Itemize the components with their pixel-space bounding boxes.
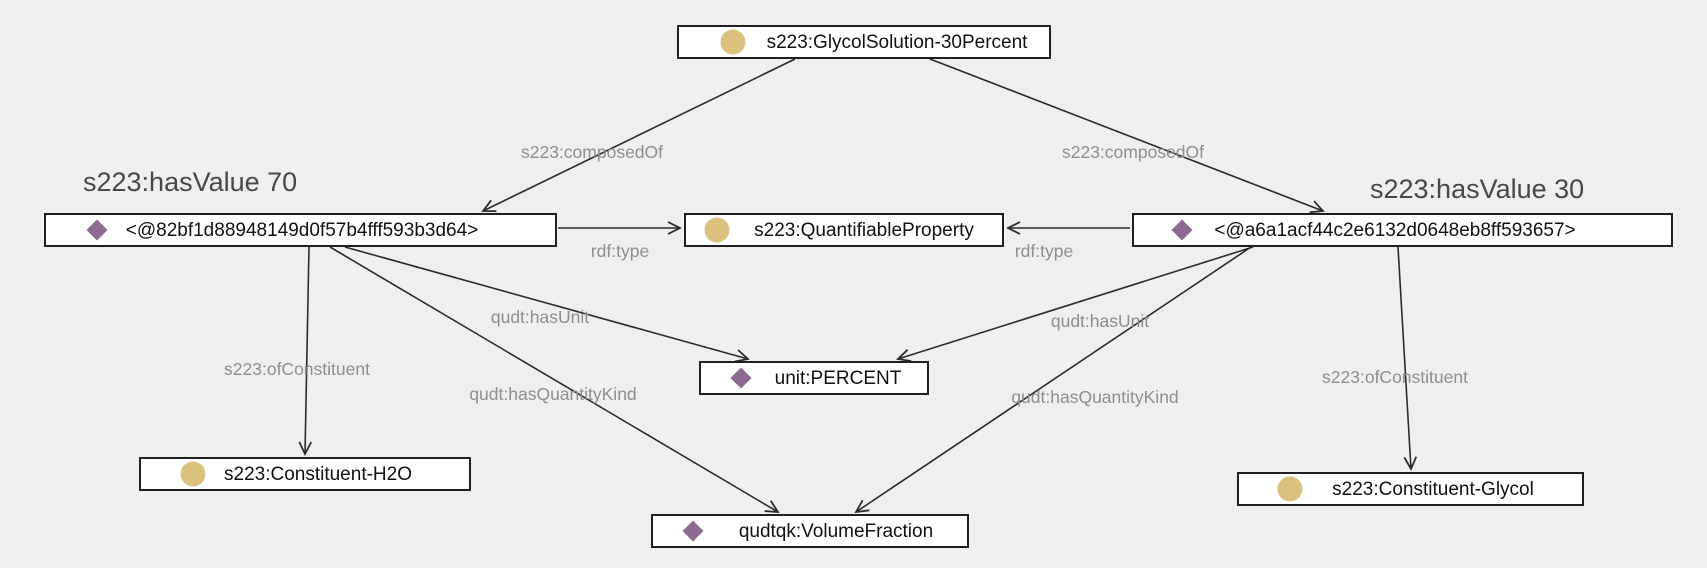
edge-label-has-unit-right: qudt:hasUnit [1051, 311, 1149, 331]
node-box [1132, 213, 1673, 247]
node-box [44, 213, 557, 247]
edge-of-constituent-left [298, 246, 313, 457]
node-volume-fraction[interactable]: qudtqk:VolumeFraction [651, 514, 969, 548]
node-label: <@82bf1d88948149d0f57b4fff593b3d64> [126, 220, 479, 241]
node-box [651, 514, 969, 548]
node-label: s223:GlycolSolution-30Percent [767, 32, 1029, 53]
node-label: s223:QuantifiableProperty [754, 220, 974, 241]
edge-composed-of-left [481, 58, 796, 213]
node-property-left[interactable]: <@82bf1d88948149d0f57b4fff593b3d64> [44, 213, 557, 247]
edge-composed-of-right [929, 58, 1325, 214]
edge-label-layer: s223:composedOf s223:composedOf rdf:type… [224, 142, 1468, 407]
instance-circle-icon [720, 29, 746, 55]
property-diamond-icon [1171, 219, 1193, 241]
property-diamond-icon [682, 520, 704, 542]
edge-layer [298, 58, 1418, 514]
edge-label-rdf-type-right: rdf:type [1015, 241, 1073, 261]
edge-has-quantity-kind-left [329, 246, 780, 514]
edge-label-composed-of-right: s223:composedOf [1062, 142, 1204, 162]
edge-label-has-quantity-kind-left: qudt:hasQuantityKind [469, 384, 636, 404]
edge-label-of-constituent-right: s223:ofConstituent [1322, 367, 1468, 387]
node-label: <@a6a1acf44c2e6132d0648eb8ff593657> [1214, 220, 1575, 241]
node-unit-percent[interactable]: unit:PERCENT [699, 361, 929, 395]
edge-has-quantity-kind-right [854, 246, 1252, 514]
property-diamond-icon [730, 367, 752, 389]
instance-circle-icon [1277, 476, 1303, 502]
instance-circle-icon [180, 461, 206, 487]
node-glycol-solution[interactable]: s223:GlycolSolution-30Percent [677, 25, 1051, 59]
edge-has-unit-left [344, 246, 750, 363]
node-label: unit:PERCENT [775, 368, 902, 389]
edge-label-has-unit-left: qudt:hasUnit [491, 307, 589, 327]
node-label: s223:Constituent-H2O [224, 464, 412, 485]
edge-label-has-quantity-kind-right: qudt:hasQuantityKind [1011, 387, 1178, 407]
property-diamond-icon [86, 219, 108, 241]
edge-label-of-constituent-left: s223:ofConstituent [224, 359, 370, 379]
node-box [684, 213, 1004, 247]
node-constituent-glycol[interactable]: s223:Constituent-Glycol [1237, 472, 1584, 506]
has-value-70-annotation: s223:hasValue 70 [83, 167, 297, 197]
node-property-right[interactable]: <@a6a1acf44c2e6132d0648eb8ff593657> [1132, 213, 1673, 247]
edge-has-unit-right [896, 246, 1254, 363]
node-constituent-h2o[interactable]: s223:Constituent-H2O [139, 457, 471, 491]
edge-label-composed-of-left: s223:composedOf [521, 142, 663, 162]
node-quantifiable-property[interactable]: s223:QuantifiableProperty [684, 213, 1004, 247]
node-label: s223:Constituent-Glycol [1332, 479, 1534, 500]
edge-label-rdf-type-left: rdf:type [591, 241, 649, 261]
annotation-layer: s223:hasValue 70 s223:hasValue 30 [83, 167, 1584, 204]
instance-circle-icon [704, 217, 730, 243]
node-label: qudtqk:VolumeFraction [739, 521, 933, 542]
edge-of-constituent-right [1397, 246, 1418, 472]
has-value-30-annotation: s223:hasValue 30 [1370, 174, 1584, 204]
